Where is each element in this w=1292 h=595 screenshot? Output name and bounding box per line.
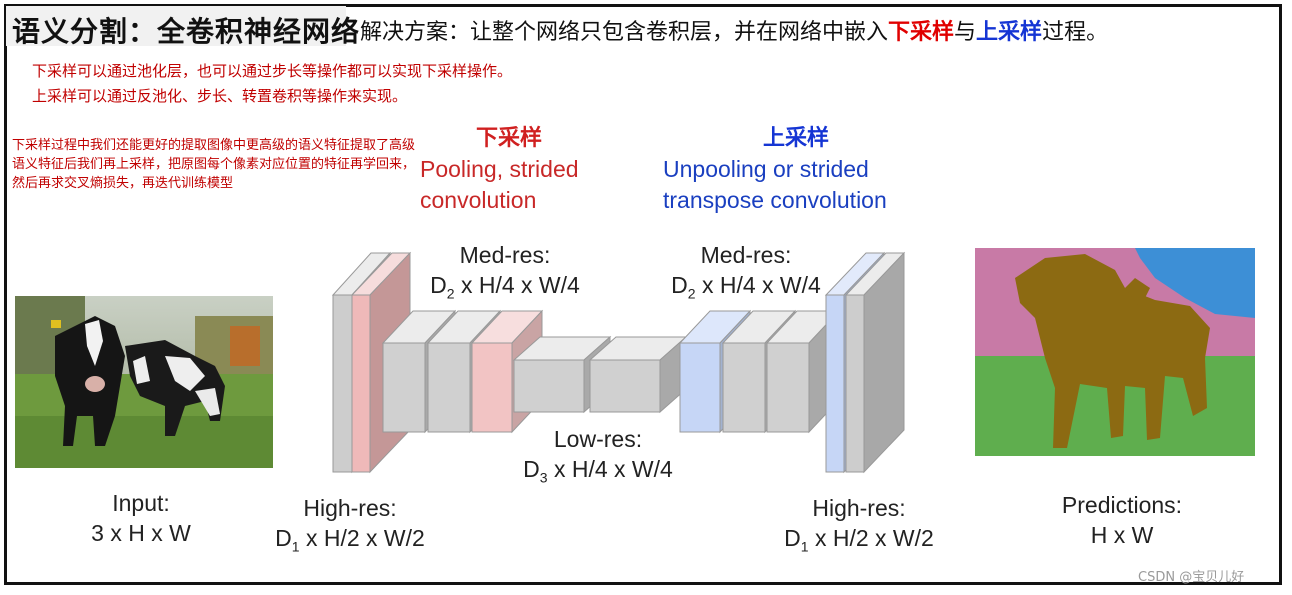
note-upsampling: 上采样可以通过反池化、步长、转置卷积等操作来实现。 [32,87,408,105]
high-res-left-label: High-res: D1 x H/2 x W/2 [275,495,425,555]
predictions-label: Predictions: H x W [1061,492,1183,548]
input-label: Input: 3 x H x W [91,490,191,546]
note-downsampling: 下采样可以通过池化层，也可以通过步长等操作都可以实现下采样操作。 [32,62,513,80]
high-res-right-label: High-res: D1 x H/2 x W/2 [784,495,934,555]
upsampling-description: Unpooling or strided transpose convoluti… [663,154,887,216]
downsampling-line1: Pooling, strided [420,156,579,182]
subtitle-up: 上采样 [976,20,1043,45]
watermark: CSDN @宝贝儿好 [1138,570,1245,585]
subtitle-mid: 与 [954,20,977,45]
low-res-label: Low-res: D3 x H/4 x W/4 [523,426,673,486]
slide-title: 语义分割：全卷积神经网络 [12,15,361,48]
subtitle-pre: 解决方案：让整个网络只包含卷积层，并在网络中嵌入 [360,20,889,45]
downsampling-description: Pooling, strided convolution [420,154,579,216]
side-note: 下采样过程中我们还能更好的提取图像中更高级的语义特征提取了高级语义特征后我们再上… [12,138,416,191]
downsampling-heading: 下采样 [476,126,543,151]
upsampling-line1: Unpooling or strided [663,156,869,182]
high-res-right-block [844,251,906,474]
low-res-block-1 [512,335,612,414]
low-res-block-2 [588,335,688,414]
subtitle-down: 下采样 [888,20,955,45]
upsampling-line2: transpose convolution [663,187,887,213]
title-background [6,6,346,46]
med-res-right-label: Med-res: D2 x H/4 x W/4 [671,242,821,302]
slide-subtitle: 解决方案：让整个网络只包含卷积层，并在网络中嵌入下采样与上采样过程。 [360,14,1108,46]
upsampling-heading: 上采样 [763,126,830,151]
downsampling-line2: convolution [420,187,537,213]
prediction-map [975,248,1255,456]
med-res-left-label: Med-res: D2 x H/4 x W/4 [430,242,580,302]
input-photo [15,296,273,468]
subtitle-post: 过程。 [1042,20,1109,45]
